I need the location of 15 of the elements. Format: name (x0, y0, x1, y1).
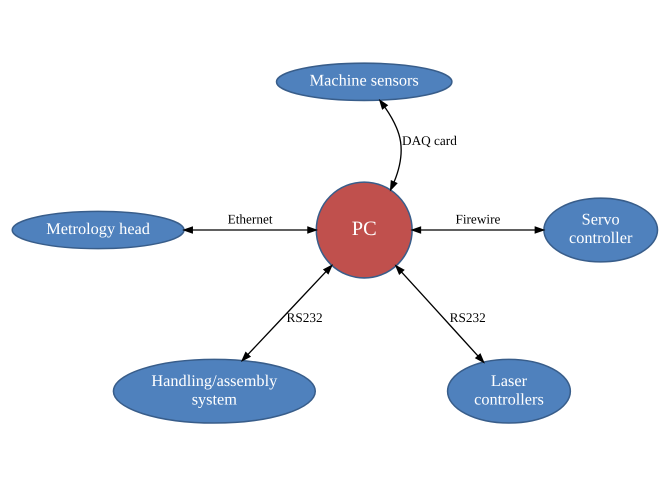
arrow (182, 226, 318, 234)
arrow (410, 226, 546, 234)
node-ellipse: Servo controller (543, 196, 658, 262)
edge-label: DAQ card (402, 132, 457, 148)
arrow (240, 264, 334, 362)
edge-label: RS232 (286, 310, 323, 325)
node-ellipse: Handling/assembly system (112, 358, 316, 424)
node-ellipse: Metrology head (11, 210, 185, 249)
edge-label: RS232 (450, 310, 486, 325)
edge-label: Firewire (455, 210, 500, 226)
node-ellipse: Machine sensors (276, 62, 453, 101)
arrow (378, 98, 402, 191)
edge-label: Ethernet (228, 210, 273, 226)
arrow (394, 264, 485, 364)
node-ellipse: Laser controllers (446, 358, 572, 424)
